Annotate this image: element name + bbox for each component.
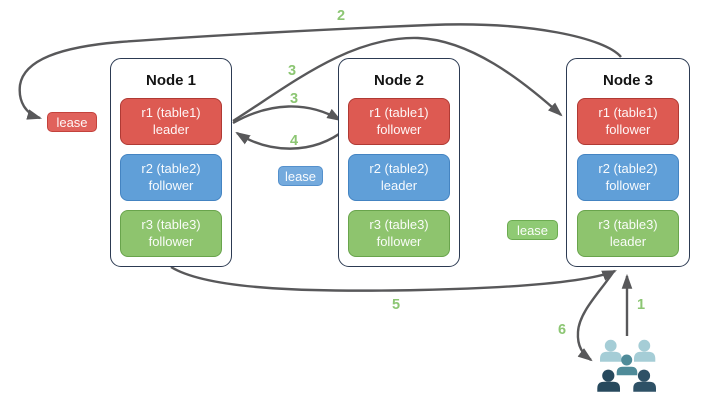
arrow-5-node1-to-node3 [170, 265, 617, 292]
step-label-3b: 3 [289, 91, 299, 107]
node-1-replica-r1: r1 (table1) leader [120, 98, 222, 145]
replica-role: follower [605, 121, 651, 137]
node-2-replica-r3: r3 (table3) follower [348, 210, 450, 257]
lease-badge-table2: lease [278, 166, 323, 186]
arrow-6-node3-to-clients [576, 270, 615, 362]
replica-name: r1 (table1) [598, 105, 658, 120]
node-1-replica-r2: r2 (table2) follower [120, 154, 222, 201]
replica-name: r2 (table2) [369, 161, 429, 176]
step-label-5: 5 [391, 297, 401, 313]
replica-role: leader [609, 233, 647, 249]
replica-role: follower [376, 233, 422, 249]
node-1: Node 1 r1 (table1) leader r2 (table2) fo… [110, 58, 232, 267]
replica-name: r2 (table2) [141, 161, 201, 176]
arrow-4-node2-follower-to-node1-leader [235, 128, 347, 150]
step-label-6: 6 [557, 322, 567, 338]
users-icon [597, 339, 656, 392]
node-3: Node 3 r1 (table1) follower r2 (table2) … [566, 58, 690, 267]
node-1-replica-r3: r3 (table3) follower [120, 210, 222, 257]
node-3-replica-r3: r3 (table3) leader [577, 210, 679, 257]
arrow-3-node1-leader-to-node2-follower [232, 105, 342, 125]
node-2: Node 2 r1 (table1) follower r2 (table2) … [338, 58, 460, 267]
node-3-title: Node 3 [602, 72, 653, 89]
step-label-2: 2 [336, 8, 346, 24]
replica-name: r1 (table1) [369, 105, 429, 120]
replica-name: r2 (table2) [598, 161, 658, 176]
replica-role: leader [380, 177, 418, 193]
replica-role: follower [148, 233, 194, 249]
step-label-3a: 3 [287, 63, 297, 79]
node-3-replica-r1: r1 (table1) follower [577, 98, 679, 145]
replica-role: follower [605, 177, 651, 193]
replica-name: r3 (table3) [141, 217, 201, 232]
lease-badge-table3: lease [507, 220, 558, 240]
replica-role: follower [376, 121, 422, 137]
node-3-replica-r2: r2 (table2) follower [577, 154, 679, 201]
node-1-title: Node 1 [145, 72, 196, 89]
replica-role: leader [152, 121, 190, 137]
step-label-1: 1 [636, 297, 646, 313]
node-2-replica-r2: r2 (table2) leader [348, 154, 450, 201]
replica-name: r1 (table1) [141, 105, 201, 120]
arrow-3-node1-leader-to-node3-follower [232, 36, 563, 123]
lease-badge-table1: lease [47, 112, 97, 132]
replica-name: r3 (table3) [598, 217, 658, 232]
replica-role: follower [148, 177, 194, 193]
node-2-replica-r1: r1 (table1) follower [348, 98, 450, 145]
replica-name: r3 (table3) [369, 217, 429, 232]
step-label-4: 4 [289, 133, 299, 149]
node-2-title: Node 2 [373, 72, 424, 89]
arrow-2-node3-to-lease1 [18, 23, 622, 120]
